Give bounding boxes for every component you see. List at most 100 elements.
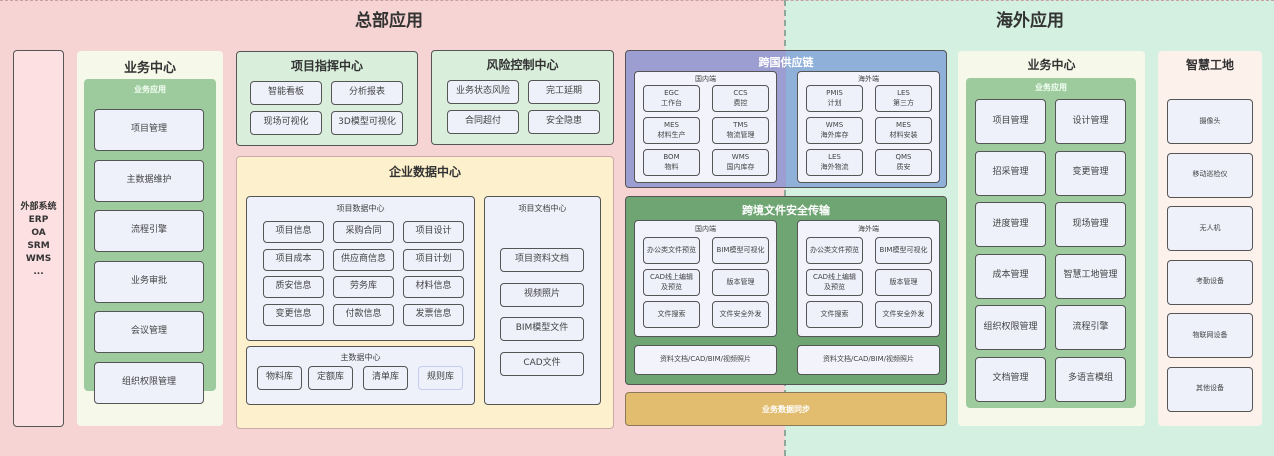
supply-chain-overseas-title: 海外端	[858, 75, 879, 83]
overseas-business-app-item: 现场管理	[1055, 202, 1126, 247]
system-code: LES	[828, 153, 841, 162]
system-code: EGC	[664, 89, 679, 98]
system-description: 物流管理	[726, 130, 755, 139]
file-transfer-feature-item: 文件搜索	[643, 301, 700, 328]
external-system-item: 外部系统	[20, 202, 57, 212]
smart-site-device-item: 移动巡检仪	[1167, 152, 1253, 198]
system-code: WMS	[731, 153, 750, 162]
overseas-business-apps-title: 业务应用	[1035, 83, 1067, 92]
system-code: CCS	[733, 89, 748, 98]
command-center-item: 智能看板	[250, 81, 322, 105]
project-data-item: 供应商信息	[333, 248, 394, 271]
master-data-center-title: 主数据中心	[340, 353, 381, 362]
business-data-sync: 业务数据同步	[625, 392, 947, 426]
doc-center-item: 项目资料文档	[500, 248, 584, 272]
project-data-item: 项目信息	[263, 221, 324, 243]
overseas-business-app-item: 设计管理	[1055, 99, 1126, 144]
system-code: TMS	[733, 121, 748, 130]
command-center-item: 3D模型可视化	[331, 111, 403, 135]
file-transfer-feature-item: 办公类文件预览	[806, 237, 863, 264]
risk-center-item: 业务状态风险	[447, 80, 519, 104]
file-transfer-feature-item: BIM模型可视化	[712, 237, 769, 264]
external-system-item: ERP	[28, 215, 49, 225]
system-code: BOM	[663, 153, 680, 162]
hq-business-apps-panel: 业务应用 项目管理主数据维护流程引擎业务审批会议管理组织权限管理	[84, 79, 216, 404]
supply-chain-domestic-title: 国内端	[695, 75, 716, 83]
overseas-business-app-item: 流程引擎	[1055, 305, 1126, 350]
doc-center-item: BIM模型文件	[500, 317, 584, 341]
enterprise-data-center: 企业数据中心 项目数据中心 项目信息采购合同项目设计项目成本供应商信息项目计划质…	[236, 156, 614, 429]
project-data-item: 付款信息	[333, 303, 394, 326]
file-transfer-feature-item: CAD线上编辑及预览	[643, 269, 700, 296]
smart-site-panel: 智慧工地 摄像头移动巡检仪无人机考勤设备物联网设备其他设备	[1158, 51, 1262, 426]
master-data-item: 定额库	[308, 366, 353, 390]
hq-business-center: 业务中心 业务应用 项目管理主数据维护流程引擎业务审批会议管理组织权限管理	[77, 51, 223, 426]
overseas-business-center: 业务中心 业务应用 项目管理设计管理招采管理变更管理进度管理现场管理成本管理智慧…	[958, 51, 1145, 426]
system-code: MES	[896, 121, 911, 130]
system-code: WMS	[825, 121, 844, 130]
project-data-item: 材料信息	[403, 276, 464, 298]
system-description: 计划	[827, 98, 842, 107]
hq-business-app-item: 主数据维护	[94, 159, 204, 202]
system-description: 费控	[733, 98, 748, 107]
doc-center-item: CAD文件	[500, 351, 584, 376]
file-transfer-domestic-storage: 资料文档/CAD/BIM/视频照片	[634, 345, 777, 375]
project-data-item: 劳务库	[333, 276, 394, 298]
file-transfer-overseas-title: 海外端	[858, 225, 879, 233]
overseas-business-app-item: 组织权限管理	[975, 305, 1046, 350]
hq-business-app-item: 会议管理	[94, 311, 204, 353]
overseas-business-apps-panel: 业务应用 项目管理设计管理招采管理变更管理进度管理现场管理成本管理智慧工地管理组…	[966, 78, 1136, 408]
external-system-item: ...	[33, 267, 44, 277]
system-description: 海外物流	[820, 162, 849, 171]
doc-center-item: 视频照片	[500, 282, 584, 307]
file-transfer-feature-item: 文件安全外发	[875, 301, 932, 328]
master-data-item: 物料库	[257, 366, 302, 390]
master-data-center: 主数据中心 物料库定额库清单库规则库	[246, 346, 475, 405]
project-data-item: 变更信息	[263, 303, 324, 326]
risk-control-center: 风险控制中心 业务状态风险完工延期合同超付安全隐患	[431, 50, 614, 145]
file-transfer-feature-item: BIM模型可视化	[875, 237, 932, 264]
file-transfer-feature-item: 办公类文件预览	[643, 237, 700, 264]
master-data-item: 清单库	[363, 366, 408, 390]
system-description: 质安	[896, 162, 911, 171]
system-description: 工作台	[661, 98, 682, 107]
overseas-business-app-item: 成本管理	[975, 253, 1046, 299]
smart-site-device-item: 考勤设备	[1167, 259, 1253, 305]
external-system-item: SRM	[27, 241, 50, 251]
overseas-business-app-item: 进度管理	[975, 202, 1046, 247]
smart-site-title: 智慧工地	[1185, 58, 1234, 72]
file-transfer-feature-item: 版本管理	[875, 269, 932, 296]
top-border	[0, 0, 1274, 1]
overseas-business-app-item: 文档管理	[975, 356, 1046, 402]
enterprise-data-center-title: 企业数据中心	[388, 165, 461, 179]
system-description: 物料	[664, 162, 679, 171]
file-transfer-feature-item: 文件安全外发	[712, 301, 769, 328]
system-code: QMS	[895, 153, 912, 162]
system-description: 第三方	[893, 98, 914, 107]
overseas-business-center-title: 业务中心	[1027, 58, 1076, 72]
project-data-center: 项目数据中心 项目信息采购合同项目设计项目成本供应商信息项目计划质安信息劳务库材…	[246, 196, 475, 341]
smart-site-device-item: 物联网设备	[1167, 313, 1253, 358]
overseas-business-app-item: 变更管理	[1055, 150, 1126, 196]
external-system-item: WMS	[25, 254, 52, 264]
master-data-item: 规则库	[418, 366, 463, 390]
hq-business-app-item: 组织权限管理	[94, 361, 204, 404]
project-data-item: 质安信息	[263, 276, 324, 298]
project-data-item: 采购合同	[333, 221, 394, 243]
hq-business-center-title: 业务中心	[123, 61, 176, 76]
hq-zone-title: 总部应用	[355, 11, 423, 31]
